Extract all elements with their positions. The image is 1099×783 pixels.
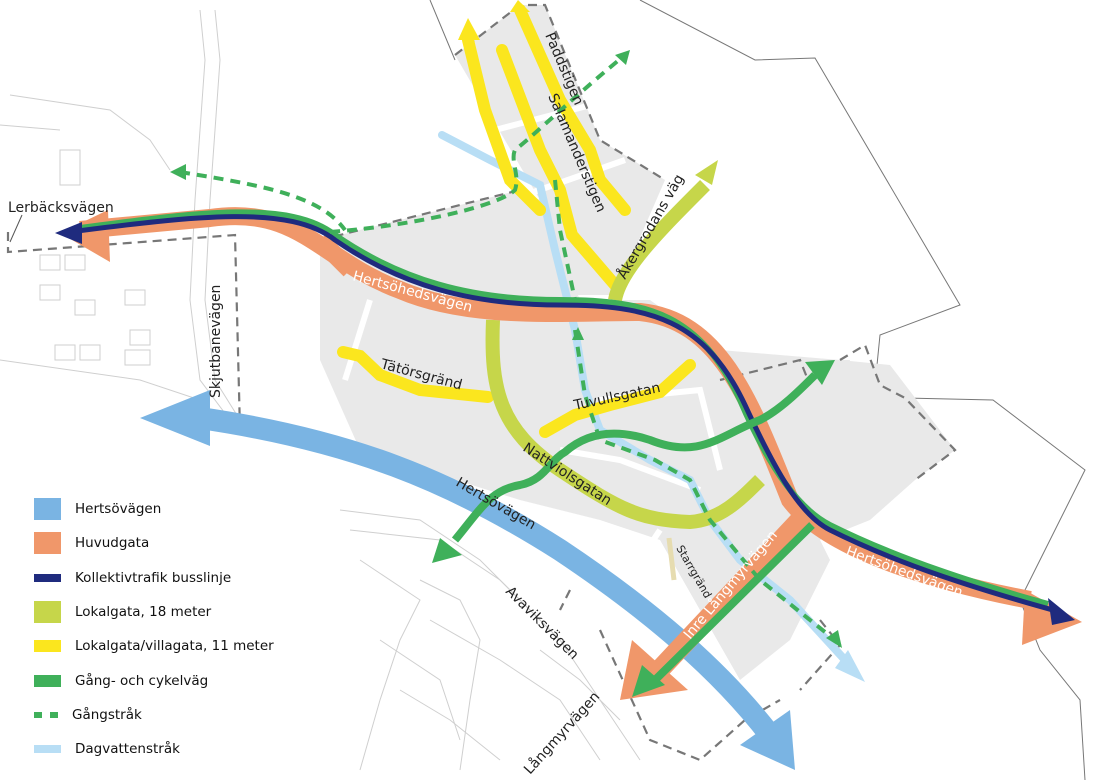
- legend-item-huvudgata: Huvudgata: [34, 526, 394, 560]
- legend-label: Lokalgata/villagata, 11 meter: [75, 638, 274, 655]
- legend-swatch: [34, 573, 61, 582]
- label-skjutbanevagen: Skjutbanevägen: [208, 285, 224, 398]
- legend-label: Dagvattenstråk: [75, 741, 180, 758]
- map-legend: Hertsövägen Huvudgata Kollektivtrafik bu…: [34, 492, 394, 766]
- development-blocks: [320, 5, 955, 680]
- legend-swatch: [34, 674, 61, 687]
- legend-swatch: [34, 498, 61, 521]
- area-boundary: [429, 0, 1086, 781]
- legend-label: Gång- och cykelväg: [75, 672, 209, 689]
- hertsovagen-road: [198, 407, 779, 742]
- legend-item-busslinje: Kollektivtrafik busslinje: [34, 561, 394, 595]
- legend-swatch: [34, 601, 61, 624]
- legend-label: Gångstråk: [72, 706, 142, 723]
- legend-item-gang-cykel: Gång- och cykelväg: [34, 663, 394, 697]
- legend-item-lokalgata-11: Lokalgata/villagata, 11 meter: [34, 629, 394, 663]
- legend-swatch: [34, 640, 61, 653]
- legend-swatch-dashed: [34, 711, 58, 718]
- legend-item-dagvatten: Dagvattenstråk: [34, 732, 394, 766]
- legend-label: Hertsövägen: [75, 501, 162, 518]
- legend-label: Lokalgata, 18 meter: [75, 604, 212, 621]
- legend-label: Huvudgata: [75, 535, 150, 552]
- legend-swatch: [34, 745, 61, 754]
- legend-label: Kollektivtrafik busslinje: [75, 569, 232, 586]
- label-langmyrvagen: Långmyrvägen: [520, 688, 603, 777]
- plan-boundary-dashed: [6, 3, 957, 762]
- label-lerbacksvagen: Lerbäcksvägen: [8, 200, 114, 216]
- legend-item-gangstrak: Gångstråk: [34, 698, 394, 732]
- legend-swatch: [34, 532, 61, 555]
- legend-item-lokalgata-18: Lokalgata, 18 meter: [34, 595, 394, 629]
- base-map-background: [0, 9, 641, 771]
- legend-item-hertsovagen: Hertsövägen: [34, 492, 394, 526]
